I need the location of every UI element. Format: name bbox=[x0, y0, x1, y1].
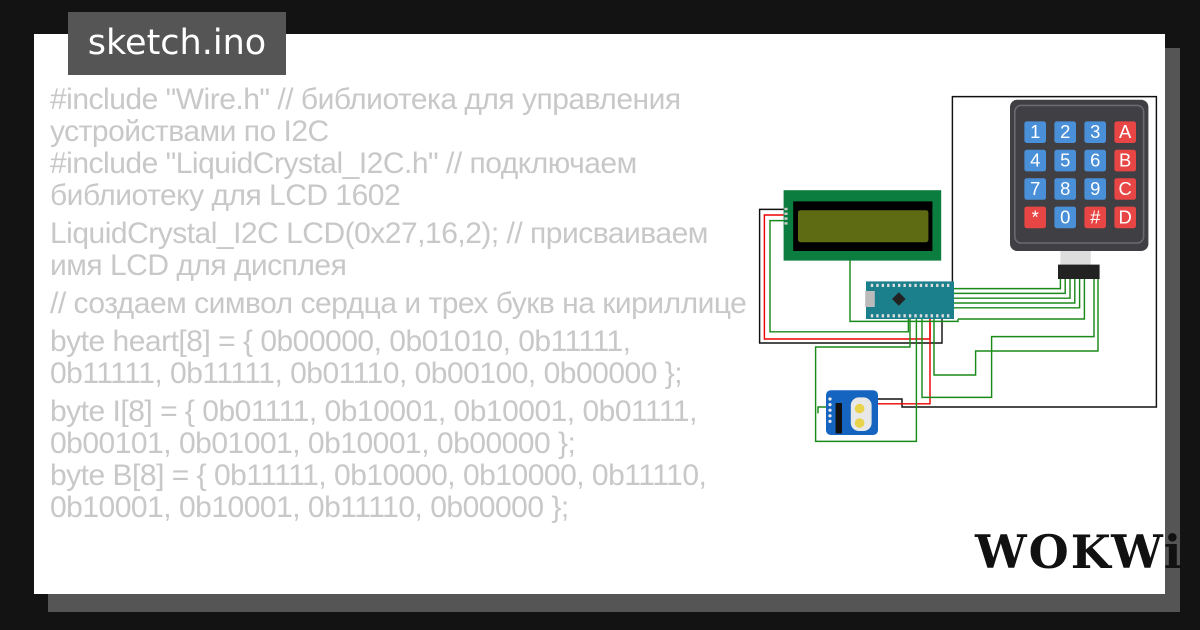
code-line: #include "Wire.h" // библиотека для упра… bbox=[50, 83, 689, 148]
keypad-key-label: 2 bbox=[1060, 121, 1070, 142]
keypad-key-label: A bbox=[1119, 121, 1132, 142]
lcd-1602 bbox=[783, 190, 942, 261]
keypad-key-0[interactable]: 0 bbox=[1054, 206, 1076, 229]
keypad-key-label: D bbox=[1119, 206, 1132, 227]
nano-pin bbox=[919, 283, 923, 287]
nano-pin bbox=[941, 283, 944, 287]
nano-pin bbox=[870, 283, 874, 287]
nano-pin bbox=[936, 314, 939, 318]
keypad-key-label: 1 bbox=[1030, 121, 1040, 142]
wire-green bbox=[954, 279, 1066, 295]
keypad-key-label: 8 bbox=[1060, 178, 1070, 199]
arduino-nano bbox=[865, 281, 954, 319]
nano-pin bbox=[936, 283, 939, 287]
nano-pin bbox=[898, 314, 901, 318]
keypad-key-label: 0 bbox=[1060, 206, 1070, 227]
wire-green bbox=[817, 406, 827, 414]
wire-black bbox=[758, 208, 943, 344]
nano-pin bbox=[914, 314, 917, 318]
keypad-key-3[interactable]: 3 bbox=[1084, 121, 1106, 143]
wire-green bbox=[933, 279, 1099, 376]
nano-pin bbox=[876, 314, 879, 318]
keypad-key-6[interactable]: 6 bbox=[1084, 150, 1106, 172]
keypad-key-label: * bbox=[1032, 206, 1039, 227]
keypad-key-label: 9 bbox=[1090, 178, 1100, 199]
nano-pin bbox=[941, 314, 944, 318]
code-line: byte B[8] = { 0b11111, 0b10000, 0b10000,… bbox=[50, 459, 715, 524]
nano-pin bbox=[925, 283, 928, 287]
code-background: #include "Wire.h" // библиотека для упра… bbox=[50, 84, 750, 524]
sketch-filename: sketch.ino bbox=[68, 12, 286, 75]
keypad-key-4[interactable]: 4 bbox=[1024, 150, 1046, 172]
keypad-key-9[interactable]: 9 bbox=[1084, 178, 1106, 200]
wire-green bbox=[954, 279, 1071, 299]
keypad-key-label: # bbox=[1090, 206, 1101, 227]
code-line: #include "LiquidCrystal_I2C.h" // подклю… bbox=[50, 147, 645, 212]
keypad-key-label: 4 bbox=[1030, 150, 1040, 171]
nano-pin bbox=[892, 314, 895, 318]
nano-pin bbox=[903, 283, 906, 287]
nano-pin bbox=[887, 314, 890, 318]
preview-card: #include "Wire.h" // библиотека для упра… bbox=[34, 34, 1165, 594]
code-line: byte heart[8] = { 0b00000, 0b01010, 0b11… bbox=[50, 325, 683, 390]
nano-pin bbox=[925, 314, 928, 318]
keypad-key-label: C bbox=[1119, 178, 1132, 199]
nano-pin bbox=[946, 314, 950, 318]
keypad-key-*[interactable]: * bbox=[1024, 206, 1046, 229]
wire-green bbox=[921, 279, 1095, 399]
keypad-key-2[interactable]: 2 bbox=[1054, 121, 1076, 143]
keypad-key-#[interactable]: # bbox=[1084, 206, 1106, 229]
keypad-key-5[interactable]: 5 bbox=[1054, 150, 1076, 172]
code-line: LiquidCrystal_I2C LCD(0x27,16,2); // при… bbox=[50, 217, 716, 282]
nano-pin bbox=[903, 314, 906, 318]
wire-black bbox=[828, 95, 1158, 408]
nano-pin bbox=[908, 314, 912, 318]
wire-green bbox=[814, 312, 918, 443]
keypad-key-label: 3 bbox=[1090, 121, 1100, 142]
keypad-key-label: 5 bbox=[1060, 150, 1070, 171]
keypad-key-8[interactable]: 8 bbox=[1054, 178, 1076, 200]
keypad-key-label: B bbox=[1119, 150, 1131, 171]
wire-green bbox=[769, 219, 910, 333]
nano-pin bbox=[892, 283, 895, 287]
keypad-key-7[interactable]: 7 bbox=[1024, 178, 1046, 200]
wire-green bbox=[958, 279, 1086, 320]
nano-pin bbox=[887, 283, 890, 287]
code-line: byte I[8] = { 0b01111, 0b10001, 0b10001,… bbox=[50, 395, 705, 460]
wire-red bbox=[828, 312, 931, 405]
keypad-key-label: 6 bbox=[1090, 150, 1100, 171]
nano-pin bbox=[919, 314, 923, 318]
rtc-ds1307 bbox=[826, 390, 878, 435]
wire-green bbox=[954, 279, 1081, 309]
nano-pin bbox=[898, 283, 901, 287]
keypad-key-D[interactable]: D bbox=[1114, 206, 1136, 229]
keypad-key-label: 7 bbox=[1030, 178, 1040, 199]
nano-pin bbox=[908, 283, 912, 287]
nano-pin bbox=[946, 283, 950, 287]
nano-pin bbox=[876, 283, 879, 287]
code-line: // создаем символ сердца и трех букв на … bbox=[50, 287, 747, 320]
wokwi-logo: WOKWi bbox=[975, 525, 1184, 579]
wire-green bbox=[954, 279, 1076, 304]
nano-pin bbox=[881, 314, 885, 318]
nano-pin bbox=[930, 283, 934, 287]
keypad-key-C[interactable]: C bbox=[1114, 178, 1136, 200]
keypad-key-A[interactable]: A bbox=[1114, 121, 1136, 143]
wire-green bbox=[954, 279, 1062, 290]
keypad-key-B[interactable]: B bbox=[1114, 150, 1136, 172]
nano-pin bbox=[930, 314, 934, 318]
keypad-key-1[interactable]: 1 bbox=[1024, 121, 1046, 143]
nano-pin bbox=[870, 314, 874, 318]
nano-pin bbox=[914, 283, 917, 287]
nano-pin bbox=[881, 283, 885, 287]
